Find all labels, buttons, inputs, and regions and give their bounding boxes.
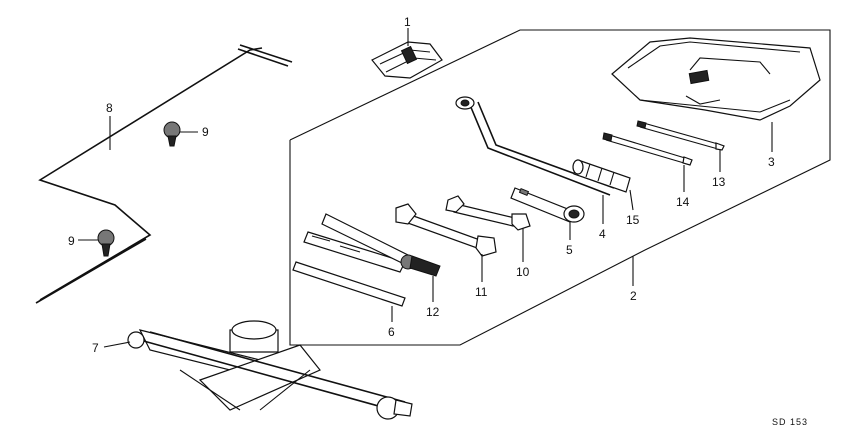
callout-7: 7: [92, 341, 99, 355]
wheel-wrench-drawing: [455, 96, 615, 196]
extension-bar-drawing: [292, 261, 406, 307]
callout-12: 12: [426, 305, 440, 319]
callout-labels: 1 2 3 4 5 6 7 8 9 9 10 11 12 13 14 15: [68, 15, 775, 355]
callout-3: 3: [768, 155, 775, 169]
pliers-drawing: [303, 213, 441, 277]
callout-11: 11: [475, 285, 488, 299]
callout-5: 5: [566, 243, 573, 257]
screwdriver-shaft-drawing: [602, 132, 693, 166]
clip-upper-drawing: [163, 121, 181, 147]
tool-bag-drawing: [611, 37, 821, 121]
drawing-code: SD 153: [772, 417, 808, 427]
callout-13: 13: [712, 175, 726, 189]
callout-1: 1: [404, 15, 411, 29]
open-end-wrench-large-drawing: [395, 203, 497, 257]
callout-6: 6: [388, 325, 395, 339]
callout-9-lower: 9: [68, 234, 75, 248]
clip-lower-drawing: [97, 229, 115, 257]
scissor-jack-drawing: [127, 320, 413, 420]
callout-9-upper: 9: [202, 125, 209, 139]
callout-8: 8: [106, 101, 113, 115]
tool-kit-outline: [289, 29, 831, 346]
callout-14: 14: [676, 195, 690, 209]
open-end-wrench-small-drawing: [445, 195, 531, 231]
callout-4: 4: [599, 227, 606, 241]
callout-15: 15: [626, 213, 640, 227]
jack-handle-drawing: [35, 44, 293, 304]
screwdriver-handle-drawing: [572, 159, 631, 193]
callout-10: 10: [516, 265, 530, 279]
leader-lines: [78, 28, 773, 348]
callout-2: 2: [630, 289, 637, 303]
screwdriver-bit-drawing: [636, 120, 725, 151]
strap-clip-drawing: [371, 41, 443, 79]
socket-wrench-drawing: [510, 187, 585, 223]
